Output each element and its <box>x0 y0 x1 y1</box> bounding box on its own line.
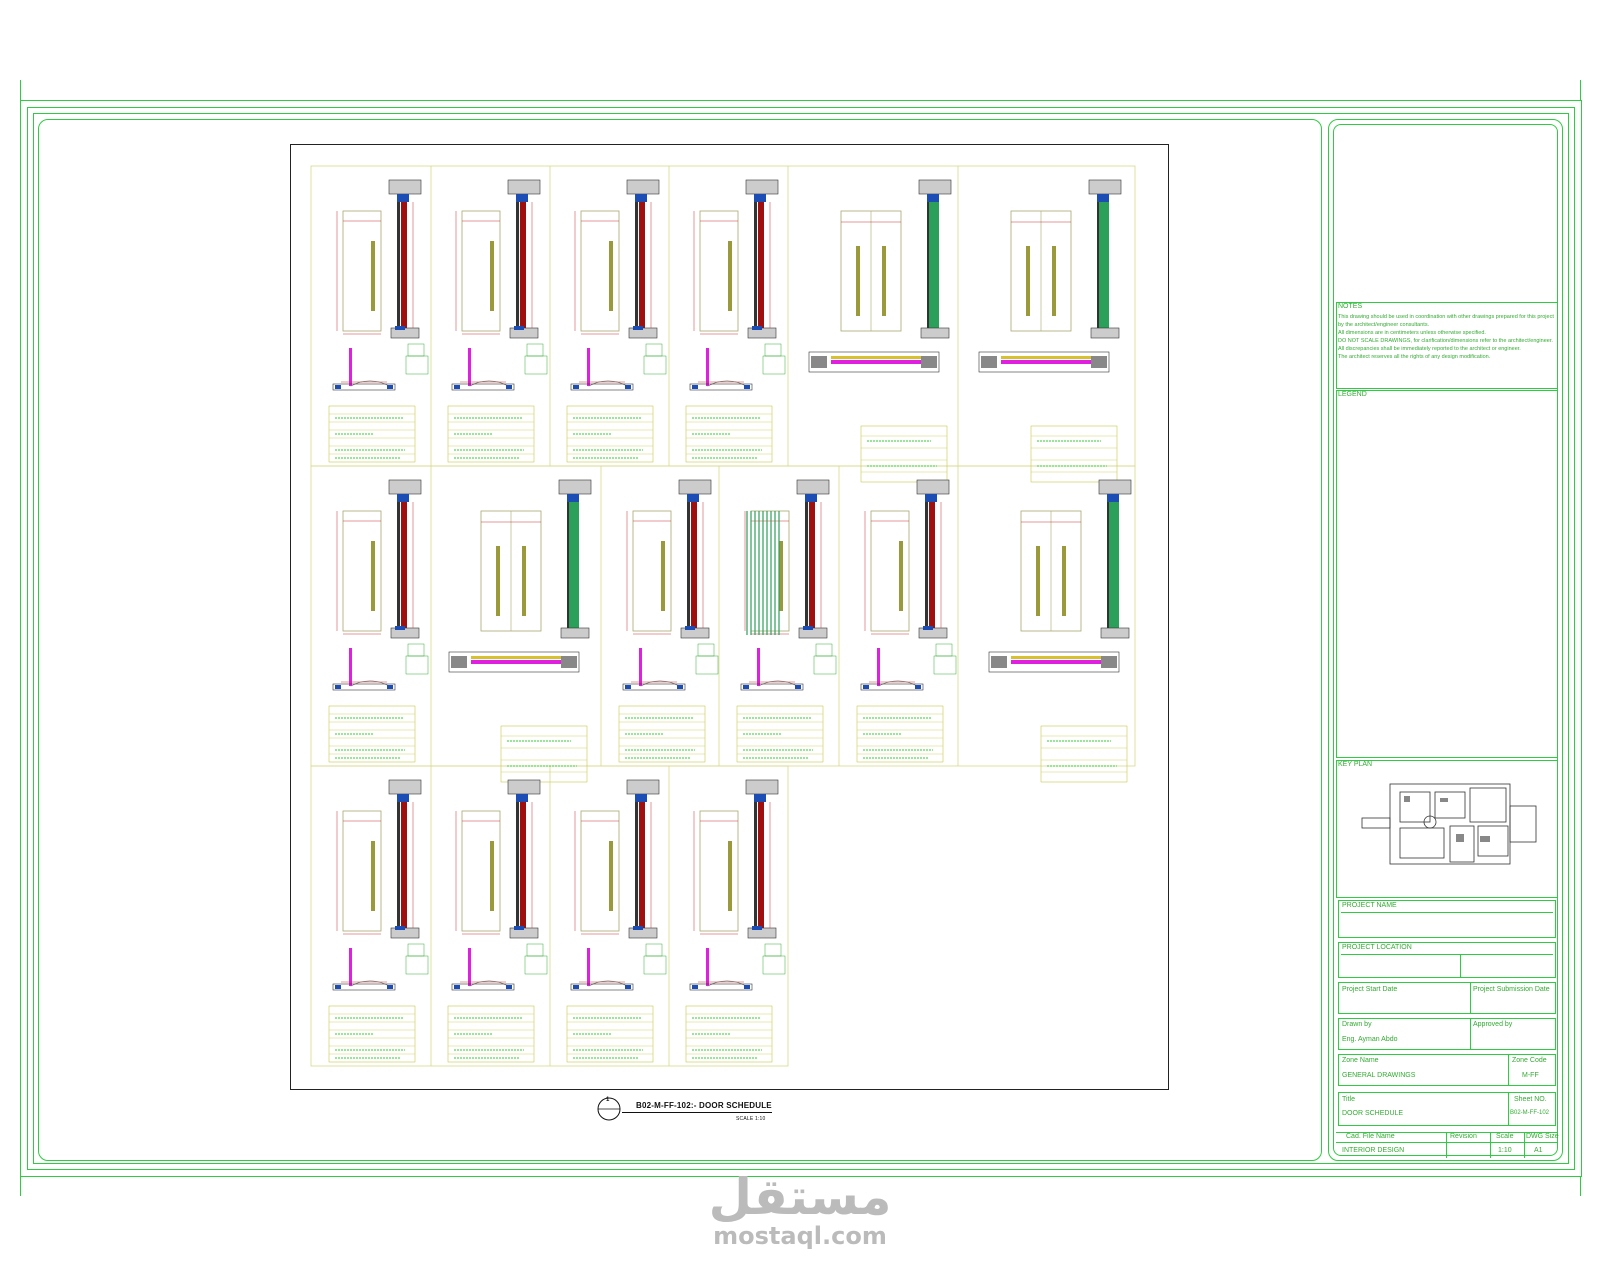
door-detail-d02 <box>447 179 548 463</box>
notes-list: This drawing should be used in coordinat… <box>1338 313 1554 361</box>
zone-code-label: Zone Code <box>1512 1057 1547 1064</box>
zone-code-value: M-FF <box>1522 1072 1539 1079</box>
project-location-divider <box>1341 954 1553 955</box>
watermark-arabic: مستقل <box>708 1168 892 1226</box>
title-value: DOOR SCHEDULE <box>1342 1110 1404 1117</box>
note-item: All dimensions are in centimeters unless… <box>1338 330 1486 336</box>
dwg-size-value: A1 <box>1534 1147 1543 1154</box>
outer-frame-2 <box>27 107 1575 1170</box>
door-detail-d16 <box>685 779 786 1063</box>
notes-section <box>1336 302 1558 389</box>
drawn-approved-section <box>1338 1018 1556 1050</box>
door-detail-d08 <box>448 479 592 783</box>
door-detail-d11 <box>856 479 957 763</box>
project-start-label: Project Start Date <box>1342 986 1398 993</box>
note-item: All discrepancies shall be immediately r… <box>1338 346 1521 352</box>
door-detail-d10 <box>736 479 837 763</box>
door-detail-d09 <box>618 479 719 763</box>
crop-mark-top <box>20 80 21 100</box>
zone-name-label: Zone Name <box>1342 1057 1379 1064</box>
sheet-no-label: Sheet NO. <box>1514 1096 1547 1103</box>
revision-label: Revision <box>1450 1133 1477 1140</box>
outer-frame-1 <box>20 100 1582 1177</box>
project-name-section <box>1338 900 1556 938</box>
cad-file-value: INTERIOR DESIGN <box>1342 1147 1405 1154</box>
zone-col-divider <box>1508 1054 1509 1086</box>
crop-mark-bottom-right <box>1580 1176 1581 1196</box>
door-detail-d03 <box>566 179 667 463</box>
door-detail-d12 <box>988 479 1132 783</box>
scale-value: 1:10 <box>1498 1147 1512 1154</box>
zone-section <box>1338 1054 1556 1086</box>
project-name-label: PROJECT NAME <box>1342 902 1397 909</box>
crop-mark-top-right <box>1580 80 1581 100</box>
title-block-frame <box>1328 119 1563 1161</box>
title-col-divider <box>1508 1092 1509 1126</box>
dwg-size-label: DWG Size <box>1526 1133 1559 1140</box>
drawing-caption-symbol <box>597 1097 621 1121</box>
door-detail-d15 <box>566 779 667 1063</box>
caption-number: 1 <box>606 1097 610 1103</box>
note-item: This drawing should be used in coordinat… <box>1338 314 1554 328</box>
door-detail-d05 <box>808 179 952 483</box>
slatted-door-panel <box>746 511 780 635</box>
bottom-row-col-1 <box>1446 1132 1447 1158</box>
project-dates-section <box>1338 982 1556 1014</box>
bottom-row-mid-line <box>1336 1142 1558 1143</box>
door-detail-d01 <box>328 179 429 463</box>
title-section <box>1338 1092 1556 1126</box>
door-detail-d04 <box>685 179 786 463</box>
schedule-grid <box>310 165 1136 1067</box>
bottom-row-top-line <box>1336 1132 1558 1133</box>
key-plan-image <box>1361 783 1537 865</box>
sheet-no-value: B02-M-FF-102 <box>1510 1110 1550 1116</box>
project-location-col-divider <box>1460 955 1461 977</box>
title-label: Title <box>1342 1096 1355 1103</box>
legend-section <box>1336 390 1558 758</box>
project-location-label: PROJECT LOCATION <box>1342 944 1412 951</box>
caption-underline <box>622 1112 772 1113</box>
project-submission-label: Project Submission Date <box>1473 986 1550 993</box>
caption-scale: SCALE 1:10 <box>736 1116 766 1122</box>
door-detail-d07 <box>328 479 429 763</box>
note-item: The architect reserves all the rights of… <box>1338 354 1491 360</box>
drawn-by-label: Drawn by <box>1342 1021 1372 1028</box>
drawn-approved-col-divider <box>1470 1018 1471 1050</box>
caption-title: B02-M-FF-102:- DOOR SCHEDULE <box>636 1101 772 1110</box>
approved-by-label: Approved by <box>1473 1021 1513 1028</box>
crop-mark-bottom <box>20 1176 21 1196</box>
zone-name-value: GENERAL DRAWINGS <box>1342 1072 1416 1079</box>
door-schedule-drawing <box>310 165 1136 1067</box>
key-plan-section <box>1336 760 1558 898</box>
watermark-latin: mostaql.com <box>713 1222 887 1250</box>
bottom-row-col-2 <box>1490 1132 1491 1158</box>
door-detail-d13 <box>328 779 429 1063</box>
project-name-divider <box>1341 912 1553 913</box>
drawn-by-value: Eng. Ayman Abdo <box>1342 1036 1398 1043</box>
note-item: DO NOT SCALE DRAWINGS, for clarification… <box>1338 338 1553 344</box>
scale-label: Scale <box>1496 1133 1514 1140</box>
door-detail-d14 <box>447 779 548 1063</box>
project-dates-col-divider <box>1470 982 1471 1014</box>
door-detail-d06 <box>978 179 1122 483</box>
bottom-row-col-3 <box>1524 1132 1525 1158</box>
door-schedule-sheet <box>290 144 1169 1090</box>
drawing-area-frame <box>38 119 1322 1161</box>
outer-frame-3 <box>33 113 1569 1164</box>
project-location-section <box>1338 942 1556 978</box>
cad-file-label: Cad. File Name <box>1346 1133 1395 1140</box>
legend-heading: LEGEND <box>1338 391 1367 398</box>
notes-heading: NOTES <box>1338 303 1363 310</box>
key-plan-heading: KEY PLAN <box>1338 761 1373 768</box>
